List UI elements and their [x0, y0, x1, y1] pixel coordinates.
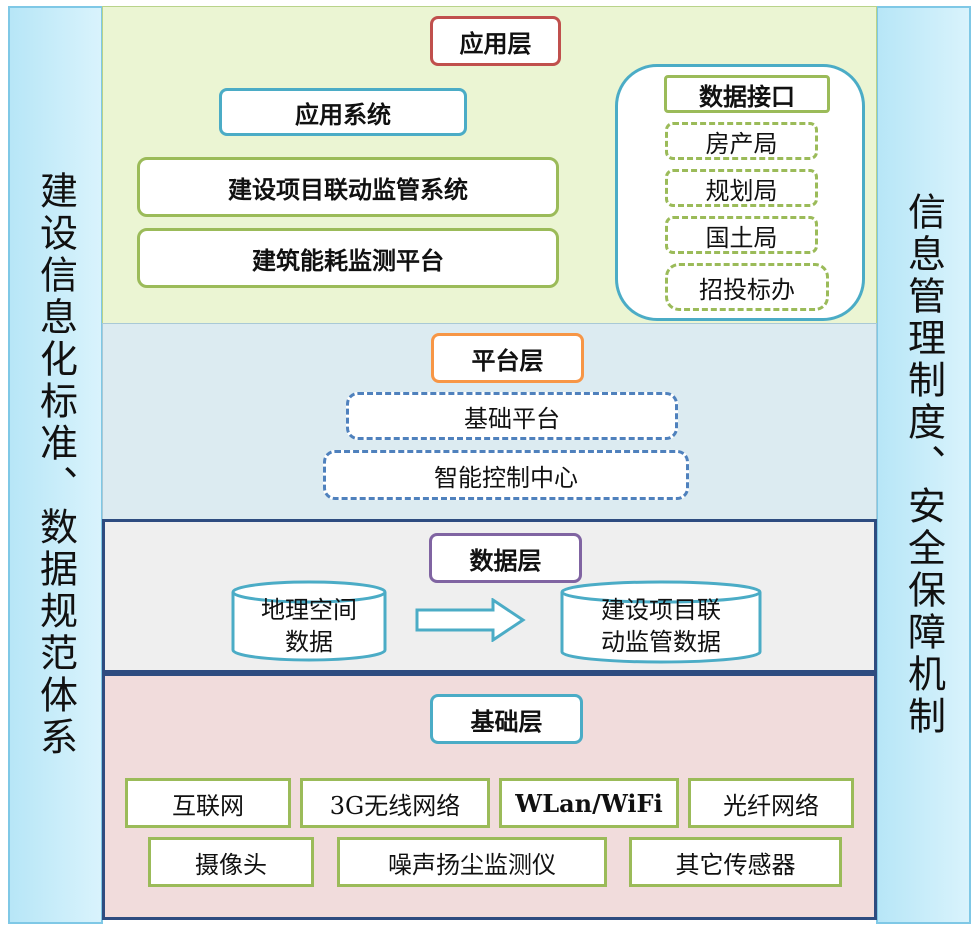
data-interface-title: 数据接口: [664, 75, 830, 113]
geospatial-data-line: 数据: [285, 628, 333, 657]
application-system-item: 建设项目联动监管系统: [137, 157, 559, 217]
platform-item: 基础平台: [346, 392, 678, 440]
base-item-wlan: WLan/WiFi: [499, 778, 679, 828]
project-monitoring-data-line: 建设项目联: [601, 596, 721, 624]
geospatial-data-line: 地理空间: [261, 596, 357, 624]
application-system-item: 建筑能耗监测平台: [137, 228, 559, 288]
project-monitoring-data-line: 动监管数据: [601, 628, 721, 657]
data-interface-item: 房产局: [665, 122, 818, 160]
standards-panel-label: 建设信息化标准、数据规范体系: [33, 171, 78, 759]
standards-panel: 建设信息化标准、数据规范体系: [8, 6, 103, 924]
geospatial-data-label: 地理空间 数据: [231, 594, 387, 659]
application-systems-title: 应用系统: [219, 88, 467, 136]
base-layer-title: 基础层: [430, 694, 583, 744]
base-item-camera: 摄像头: [148, 837, 314, 887]
data-interface-item: 招投标办: [665, 263, 829, 311]
base-item-noise-dust-monitor: 噪声扬尘监测仪: [337, 837, 607, 887]
management-panel: 信息管理制度、安全保障机制: [876, 6, 971, 924]
application-layer-title: 应用层: [430, 16, 561, 66]
base-item-internet: 互联网: [125, 778, 291, 828]
data-interface-item: 国土局: [665, 216, 818, 254]
data-interface-item: 规划局: [665, 169, 818, 207]
platform-item: 智能控制中心: [323, 450, 689, 500]
database-icon: [231, 580, 387, 662]
data-layer-title: 数据层: [429, 533, 582, 583]
base-item-3g: 3G无线网络: [300, 778, 490, 828]
base-item-fiber: 光纤网络: [688, 778, 854, 828]
management-panel-label: 信息管理制度、安全保障机制: [901, 192, 946, 738]
geospatial-data-store: 地理空间 数据: [231, 580, 387, 662]
project-monitoring-data-label: 建设项目联 动监管数据: [560, 594, 762, 659]
platform-layer-title: 平台层: [431, 333, 584, 383]
right-arrow-icon: [415, 598, 526, 642]
database-icon: [560, 580, 762, 664]
base-item-other-sensors: 其它传感器: [629, 837, 842, 887]
project-monitoring-data-store: 建设项目联 动监管数据: [560, 580, 762, 664]
